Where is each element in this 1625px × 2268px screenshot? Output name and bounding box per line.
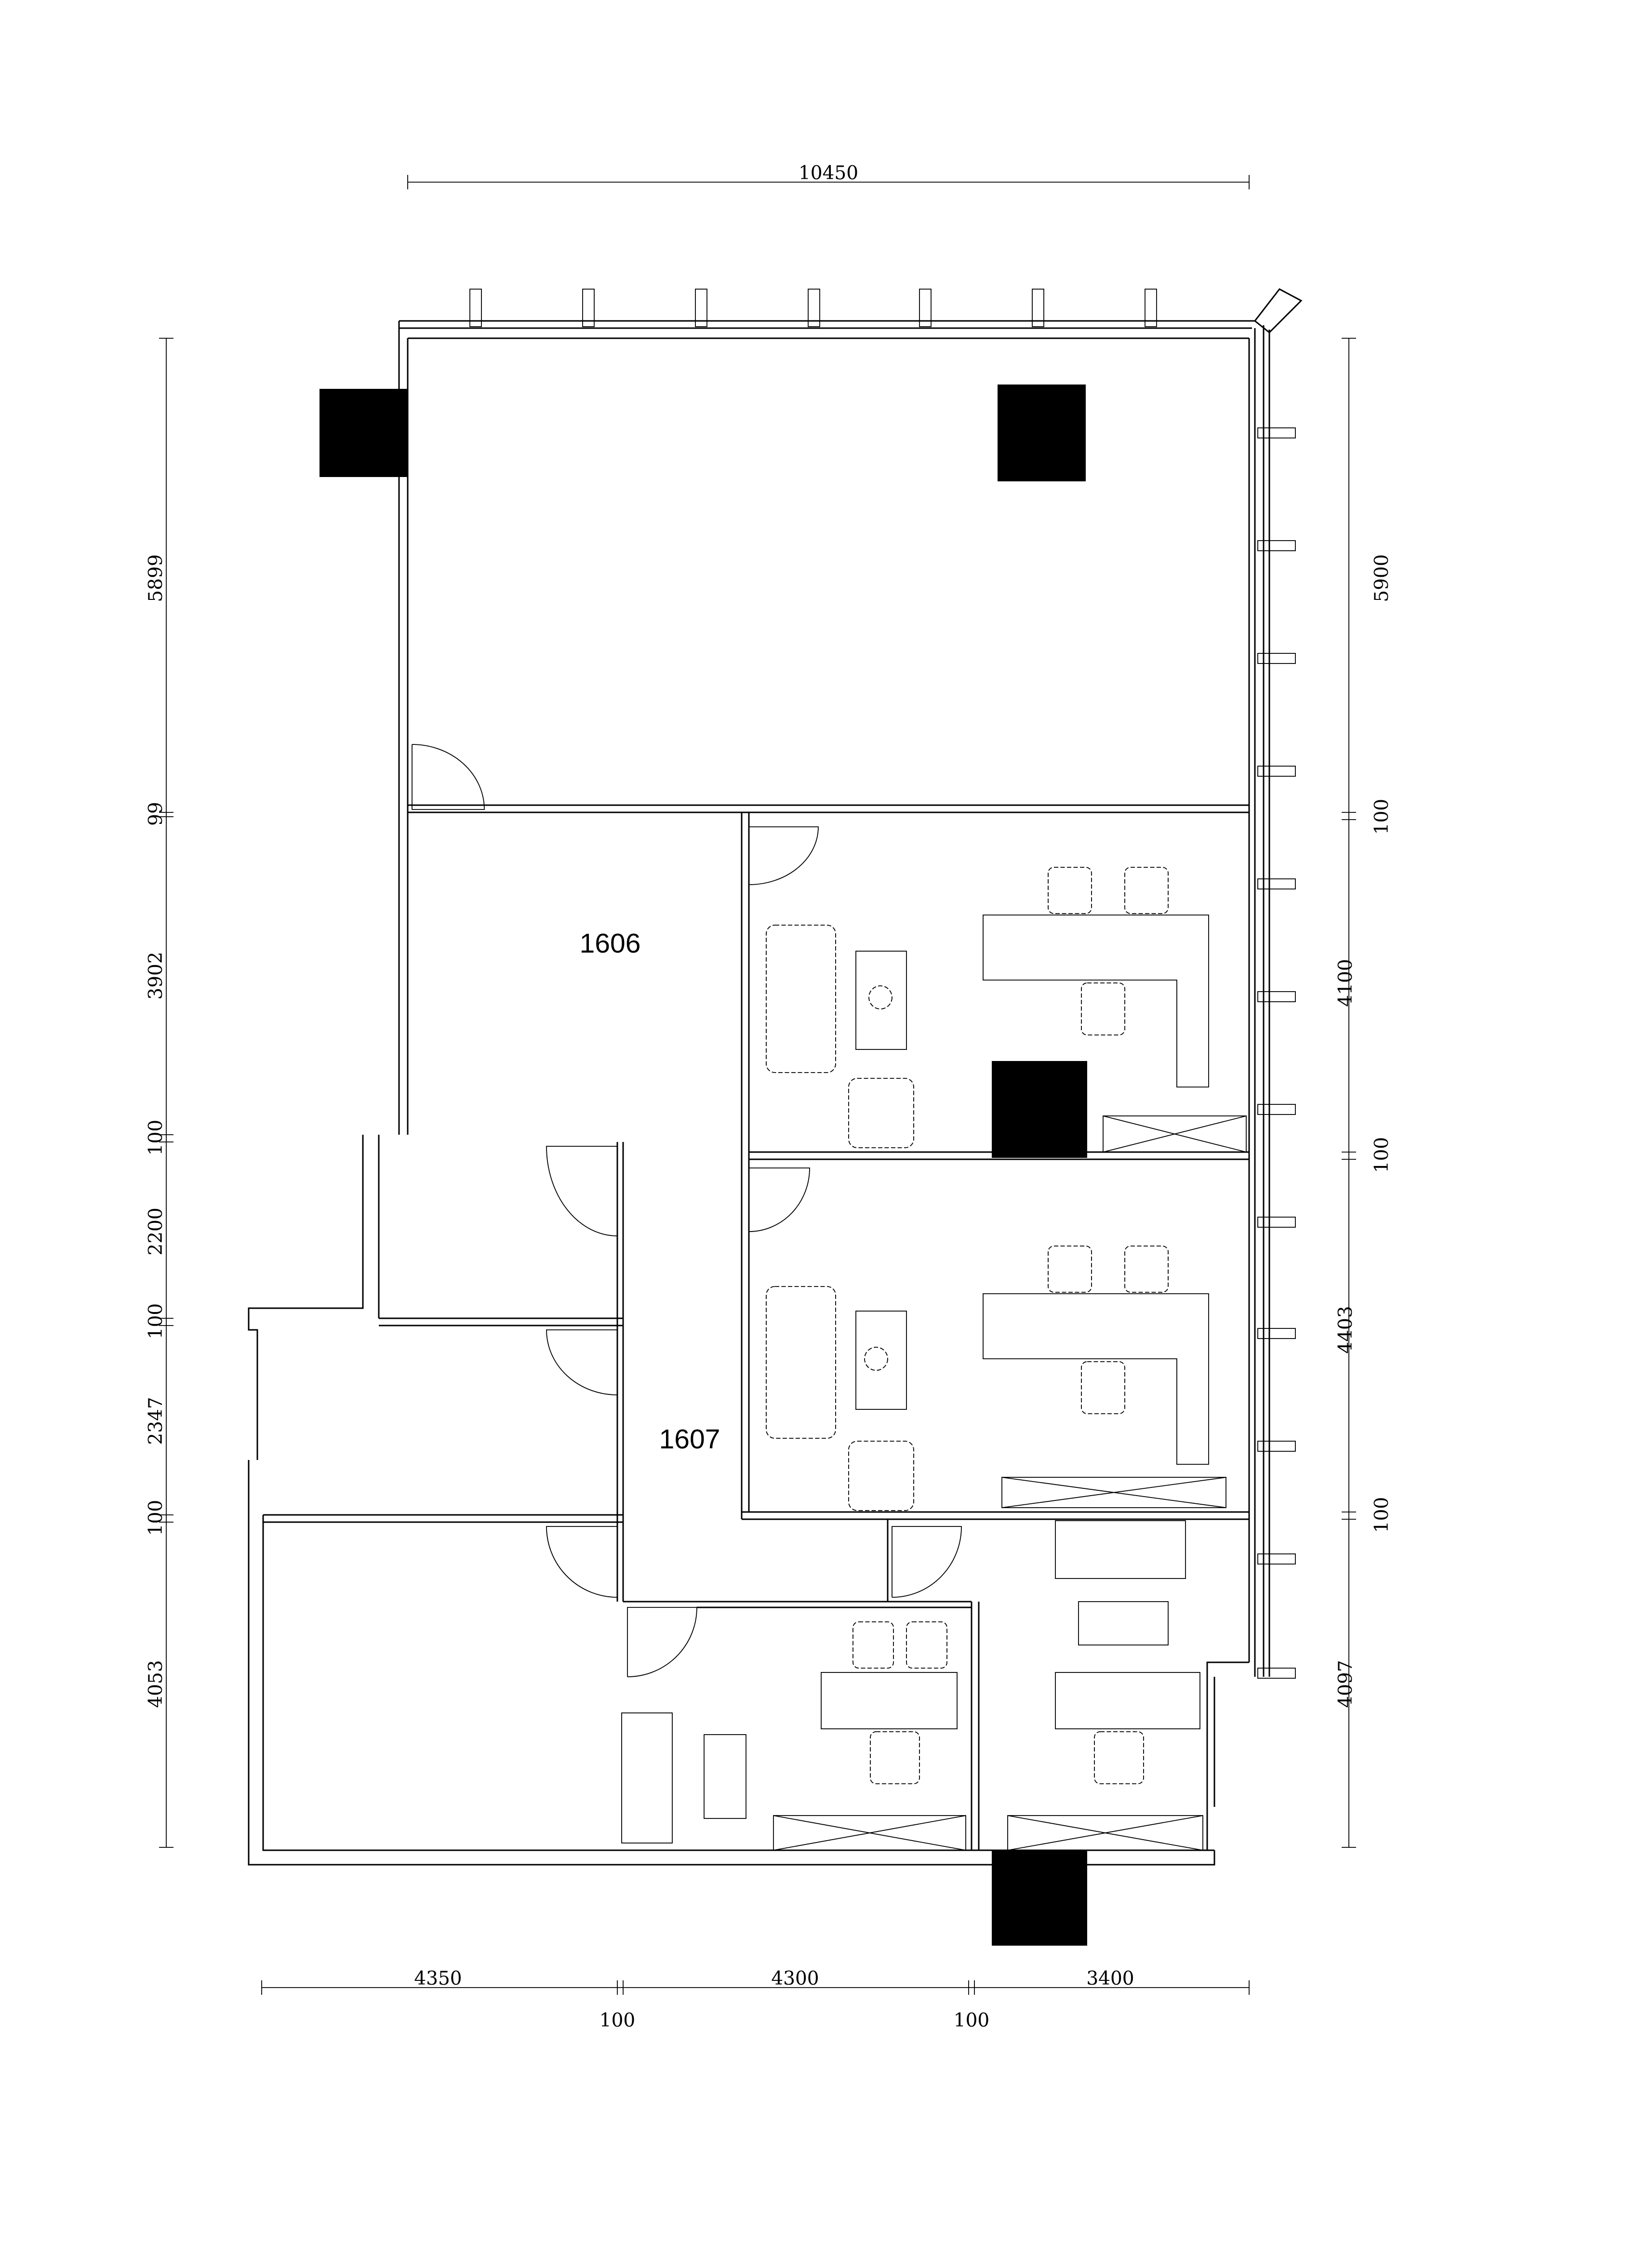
column	[320, 389, 408, 477]
chair	[1048, 1246, 1092, 1293]
dim-right: 100	[1371, 1497, 1393, 1533]
column	[992, 1850, 1087, 1946]
exterior-walls	[248, 288, 1303, 1866]
wardrobe	[1001, 1477, 1226, 1508]
coffee-table	[855, 951, 907, 1050]
desk	[1055, 1672, 1200, 1729]
plant	[868, 985, 892, 1009]
door	[412, 744, 485, 810]
structural-columns	[320, 385, 1087, 1946]
dim-right: 100	[1371, 1137, 1393, 1173]
room-label-1607: 1607	[659, 1424, 720, 1455]
cabinet	[1007, 1815, 1203, 1851]
interior-walls	[263, 804, 1249, 1850]
dim-bottom: 4300	[771, 1968, 819, 1989]
chair	[870, 1731, 920, 1784]
dim-left: 100	[145, 1303, 167, 1339]
doors	[412, 744, 962, 1677]
sofa	[766, 925, 836, 1073]
table	[1078, 1601, 1169, 1645]
dim-left: 2200	[145, 1207, 167, 1255]
door	[892, 1526, 962, 1598]
dim-bottom: 4350	[414, 1968, 462, 1989]
window-mullions	[469, 289, 1296, 1679]
dim-top: 10450	[799, 162, 858, 184]
dim-right: 100	[1371, 799, 1393, 835]
dim-bottom-gap: 100	[954, 2010, 989, 2031]
dim-bottom: 3400	[1086, 1968, 1134, 1989]
dim-left: 5899	[145, 554, 167, 602]
dim-right: 4100	[1335, 959, 1357, 1007]
door	[546, 1146, 618, 1236]
bottom-dimensions: 4350 4300 3400 100 100	[261, 1968, 1250, 2031]
side-table	[704, 1734, 746, 1819]
chair	[852, 1621, 894, 1669]
armchair	[848, 1441, 914, 1511]
dim-right: 4097	[1335, 1660, 1357, 1708]
desk	[821, 1672, 958, 1729]
dim-bottom-gap: 100	[599, 2010, 635, 2031]
dim-left: 4053	[145, 1660, 167, 1708]
chair	[1124, 1246, 1169, 1293]
dim-right: 4403	[1335, 1306, 1357, 1353]
chair	[1048, 867, 1092, 914]
desk	[983, 915, 1209, 1088]
wardrobe	[1103, 1115, 1247, 1153]
door	[546, 1526, 618, 1598]
dim-right: 5900	[1371, 554, 1393, 602]
dim-left: 100	[145, 1500, 167, 1536]
left-dimensions: 5899 99 3902 100 2200 100 2347 100 4053	[145, 338, 173, 1848]
column	[992, 1061, 1087, 1158]
furniture	[621, 867, 1247, 1851]
door	[627, 1607, 697, 1677]
armchair	[848, 1078, 914, 1148]
sofa	[766, 1286, 836, 1439]
dim-left: 2347	[145, 1397, 167, 1445]
chair	[1094, 1731, 1144, 1784]
right-dimensions: 5900 100 4100 100 4403 100 4097	[1335, 338, 1393, 1848]
chair	[1081, 1361, 1125, 1414]
dim-left: 100	[145, 1120, 167, 1155]
dim-left: 99	[145, 802, 167, 826]
desk	[983, 1293, 1209, 1465]
chair	[906, 1621, 947, 1669]
plant	[864, 1347, 888, 1371]
column	[998, 385, 1086, 481]
room-label-1606: 1606	[580, 928, 641, 959]
top-dimension: 10450	[407, 162, 1250, 189]
door	[748, 1167, 810, 1232]
coffee-table	[855, 1311, 907, 1410]
sofa	[621, 1712, 673, 1844]
table	[1055, 1520, 1186, 1579]
door	[546, 1329, 618, 1395]
chair	[1081, 982, 1125, 1035]
chair	[1124, 867, 1169, 914]
dim-left: 3902	[145, 952, 167, 999]
cabinet	[773, 1815, 966, 1851]
door	[748, 826, 819, 885]
